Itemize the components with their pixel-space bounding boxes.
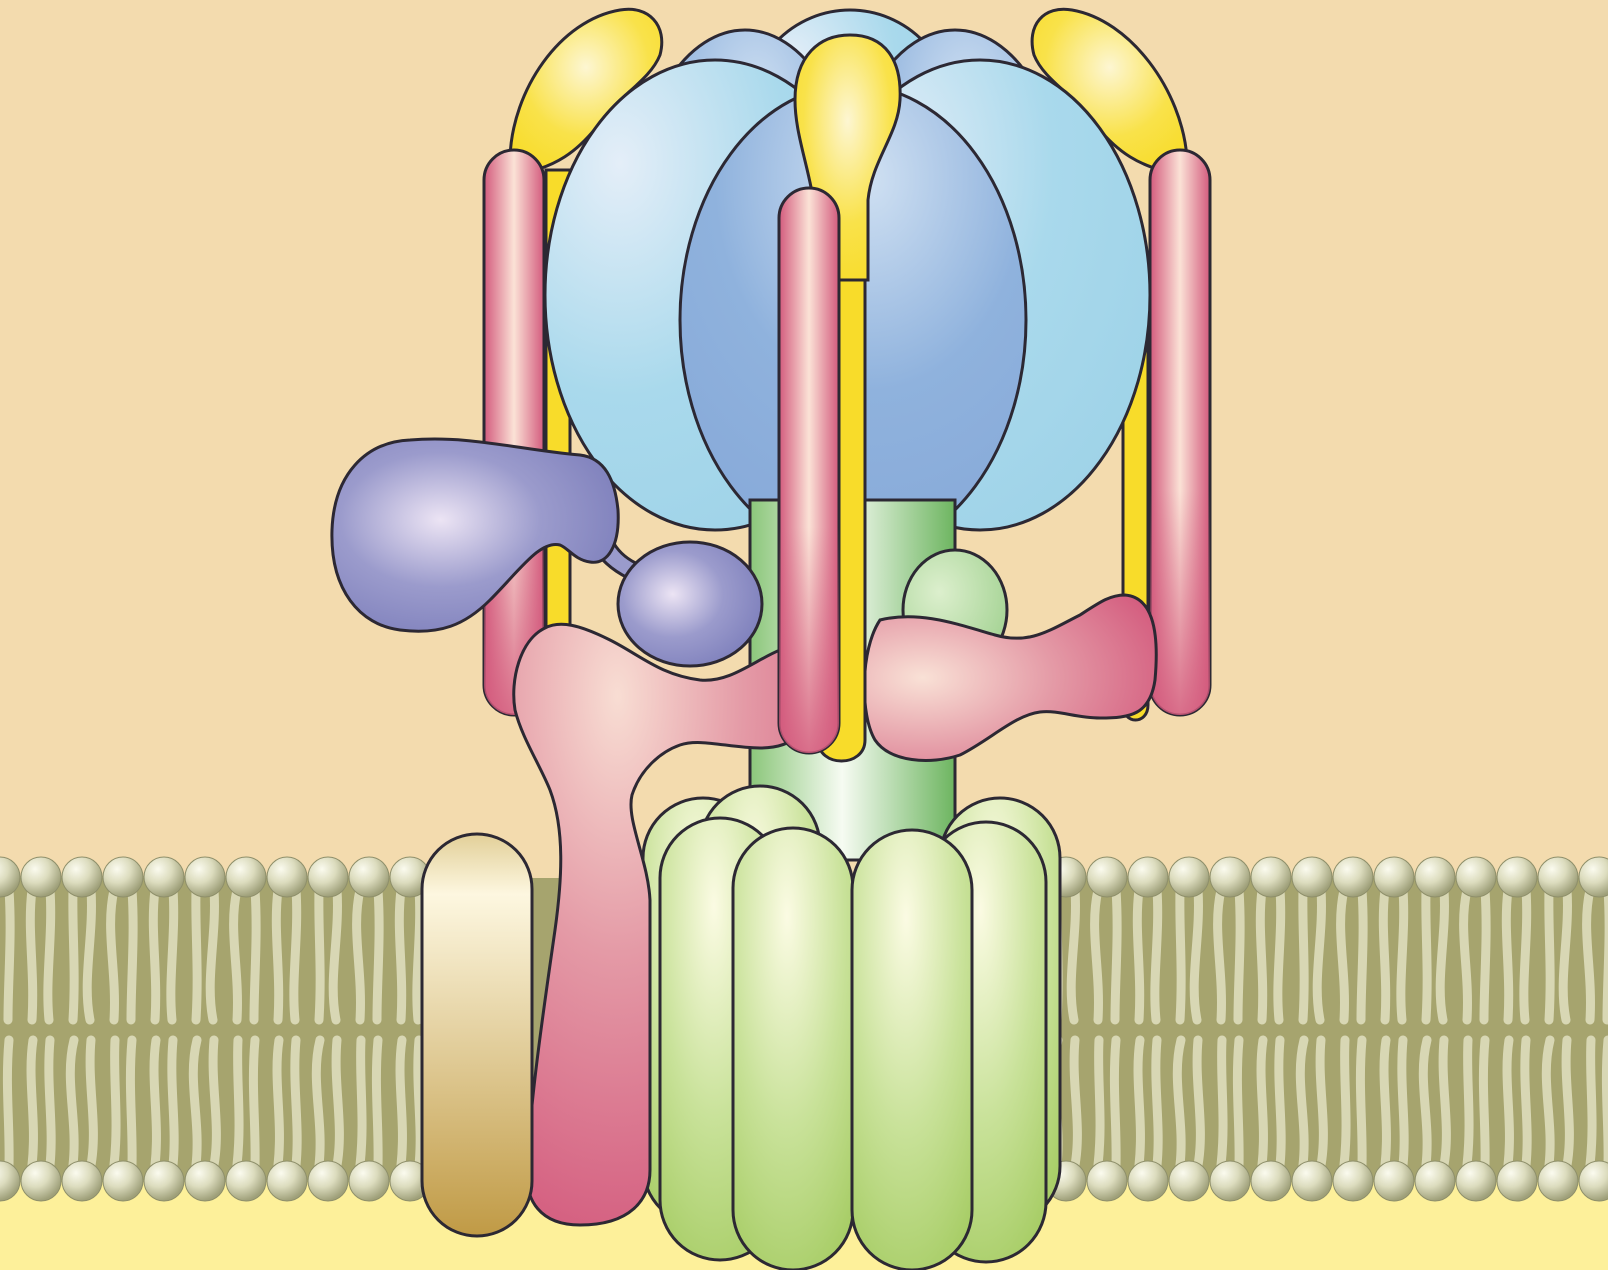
pink-stem-left-shade: [484, 150, 544, 715]
lipid-head-upper: [1087, 857, 1127, 897]
lipid-head-upper: [1538, 857, 1578, 897]
purple-subunit-small: [618, 542, 762, 666]
lipid-head-lower: [349, 1161, 389, 1201]
pink-stem-center-shade: [779, 188, 839, 753]
lipid-head-upper: [1333, 857, 1373, 897]
lipid-head-lower: [1087, 1161, 1127, 1201]
c-subunit-3: [852, 830, 972, 1270]
lipid-head-upper: [21, 857, 61, 897]
membrane-subunit-a: [422, 834, 532, 1236]
c-subunit-2: [733, 828, 853, 1270]
lipid-head-upper: [1374, 857, 1414, 897]
lipid-head-upper: [267, 857, 307, 897]
lipid-head-upper: [144, 857, 184, 897]
lipid-head-upper: [62, 857, 102, 897]
lipid-head-lower: [103, 1161, 143, 1201]
lipid-head-upper: [1456, 857, 1496, 897]
lipid-head-upper: [1497, 857, 1537, 897]
lipid-head-lower: [1333, 1161, 1373, 1201]
lipid-head-lower: [1456, 1161, 1496, 1201]
lipid-head-lower: [226, 1161, 266, 1201]
lipid-head-lower: [1374, 1161, 1414, 1201]
lipid-head-lower: [1128, 1161, 1168, 1201]
lipid-head-lower: [1251, 1161, 1291, 1201]
pink-stem-right-shade: [1150, 150, 1210, 715]
lipid-head-upper: [308, 857, 348, 897]
lipid-head-upper: [1210, 857, 1250, 897]
lipid-head-lower: [62, 1161, 102, 1201]
lipid-head-upper: [1415, 857, 1455, 897]
lipid-head-upper: [1251, 857, 1291, 897]
lipid-head-lower: [267, 1161, 307, 1201]
lipid-head-lower: [1169, 1161, 1209, 1201]
lipid-head-upper: [1292, 857, 1332, 897]
lipid-head-lower: [1292, 1161, 1332, 1201]
lipid-head-lower: [144, 1161, 184, 1201]
lipid-head-upper: [185, 857, 225, 897]
lipid-head-lower: [21, 1161, 61, 1201]
lipid-head-upper: [103, 857, 143, 897]
lipid-head-lower: [1415, 1161, 1455, 1201]
lipid-head-lower: [308, 1161, 348, 1201]
lipid-head-lower: [185, 1161, 225, 1201]
lipid-head-upper: [226, 857, 266, 897]
lipid-head-upper: [1169, 857, 1209, 897]
lipid-head-upper: [1128, 857, 1168, 897]
lipid-head-upper: [349, 857, 389, 897]
lipid-head-lower: [1538, 1161, 1578, 1201]
lipid-head-lower: [1497, 1161, 1537, 1201]
lipid-head-lower: [1210, 1161, 1250, 1201]
